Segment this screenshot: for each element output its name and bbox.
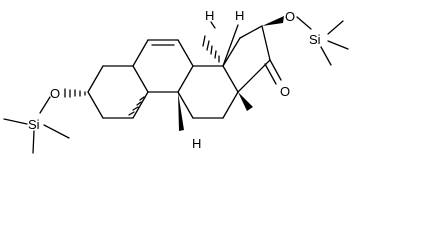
ring-a bbox=[87, 65, 149, 119]
c14-hydrogen-label: H bbox=[205, 8, 214, 23]
c3-o-hash-bond bbox=[64, 88, 86, 98]
chemical-structure: O O Si O Si H bbox=[3, 8, 349, 154]
right-silicon-label: Si bbox=[309, 32, 321, 47]
ketone-oxygen-label: O bbox=[280, 84, 290, 99]
c8-hydrogen-label: H bbox=[235, 8, 244, 23]
ring-b bbox=[132, 39, 194, 93]
c3-otms-group: O Si bbox=[3, 86, 86, 154]
c3-oxygen-label: O bbox=[50, 86, 60, 101]
c14-h-group: H bbox=[202, 8, 220, 63]
c9-hydrogen-label: H bbox=[192, 136, 201, 151]
c10-hash-bond bbox=[128, 96, 145, 116]
ring-c bbox=[177, 65, 239, 119]
c16-oxygen-label: O bbox=[285, 9, 295, 24]
left-silicon-label: Si bbox=[28, 117, 40, 132]
c16-otms-group: O Si bbox=[262, 9, 349, 66]
c9-h-wedge bbox=[178, 92, 184, 131]
ketone-group: O bbox=[264, 59, 290, 99]
c16-o-wedge bbox=[262, 16, 284, 26]
c10-c9-h-group: H bbox=[128, 92, 201, 151]
c8-h-group: H bbox=[222, 8, 244, 67]
c13-methyl-wedge bbox=[238, 92, 253, 111]
ring-d bbox=[222, 25, 271, 93]
